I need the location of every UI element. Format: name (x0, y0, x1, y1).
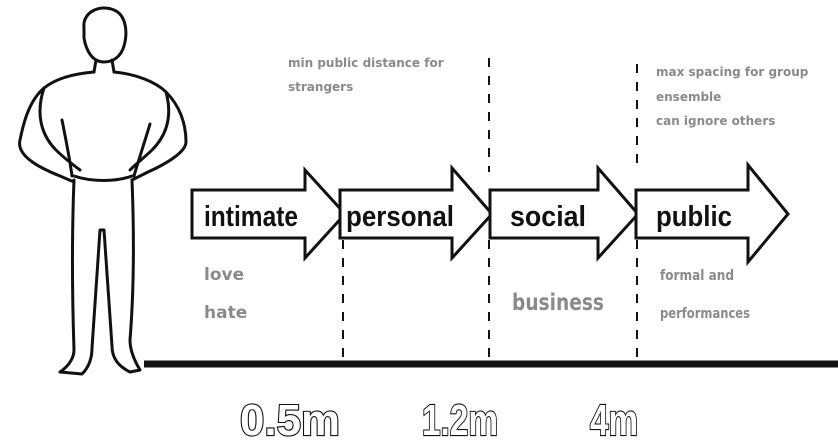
note-hate: hate (204, 303, 247, 323)
boundary-lines (342, 58, 638, 362)
zone-label-public: public (656, 201, 732, 233)
arrow-personal (338, 163, 495, 262)
zone-label-social: social (510, 201, 586, 233)
note-max-spacing-line3: can ignore others (656, 114, 775, 128)
note-min-public-distance-line2: strangers (288, 80, 353, 94)
note-max-spacing-line2: ensemble (656, 90, 721, 104)
distance-label-0-5m: 0.5m (240, 396, 340, 445)
note-min-public-distance-line1: min public distance for (288, 56, 444, 70)
arrow-social (488, 163, 641, 262)
distance-label-1-2m: 1.2m (422, 396, 498, 445)
note-max-spacing-line1: max spacing for group (656, 65, 809, 79)
note-performances: performances (660, 306, 750, 322)
note-love: love (204, 265, 244, 285)
zone-arrows (190, 160, 790, 267)
note-formal-and: formal and (660, 268, 734, 284)
arrow-public (634, 160, 790, 267)
person-figure (18, 6, 188, 376)
zone-label-intimate: intimate (204, 201, 298, 233)
arrow-intimate (190, 166, 348, 262)
zone-label-personal: personal (346, 201, 454, 233)
distance-label-4m: 4m (590, 396, 638, 445)
note-business: business (512, 290, 604, 316)
